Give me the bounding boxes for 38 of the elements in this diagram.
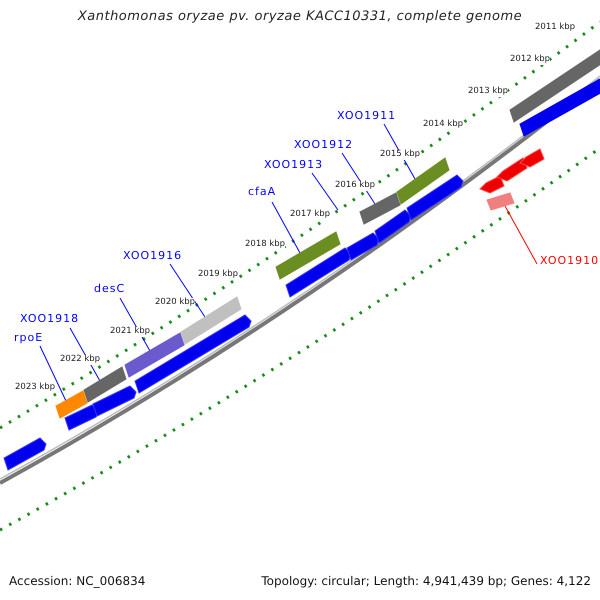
scale-label: 2017 kbp xyxy=(290,210,330,220)
scale-label: 2021 kbp xyxy=(110,327,150,337)
footer-text: Topology: circular; Length: 4,941,439 bp; Genes: 4,122 xyxy=(261,575,591,589)
scale-label: 2016 kbp xyxy=(335,181,376,191)
leader-line xyxy=(40,346,66,402)
scale-label: 2023 kbp xyxy=(15,383,56,393)
gene-label: XOO1911 xyxy=(337,110,396,123)
scale-label: 2022 kbp xyxy=(60,355,100,365)
leader-line xyxy=(504,206,538,264)
scale-label: 2018 kbp xyxy=(245,240,286,250)
scale-label: 2014 kbp xyxy=(423,120,464,130)
scale-label: 2011 kbp xyxy=(535,23,576,33)
gene-feature-bar xyxy=(180,296,242,345)
scale-label: 2019 kbp xyxy=(198,270,238,280)
gene-label: XOO1912 xyxy=(294,139,354,152)
leader-line xyxy=(170,264,206,318)
gene-feature-bar xyxy=(486,192,515,211)
scale-label: 2015 kbp xyxy=(380,150,420,160)
gene-label: XOO1918 xyxy=(20,313,80,326)
gene-label: desC xyxy=(94,283,126,296)
leader-line xyxy=(272,202,300,254)
scale-label: 2012 kbp xyxy=(510,55,550,65)
scale-label: 2020 kbp xyxy=(155,298,196,308)
gene-label: cfaA xyxy=(248,186,276,199)
footer-text: Accession: NC_006834 xyxy=(9,575,146,589)
gene-feature-bar xyxy=(55,390,88,419)
gene-label: XOO1916 xyxy=(123,250,182,263)
gene-label: XOO1913 xyxy=(264,159,324,172)
leader-line xyxy=(312,172,338,210)
gene-feature-bar xyxy=(359,192,401,225)
scale-label: 2013 kbp xyxy=(468,87,508,97)
gene-feature-bar xyxy=(519,78,600,137)
diagram-title: Xanthomonas oryzae pv. oryzae KACC10331, complete genome xyxy=(76,10,524,25)
gene-feature-bar xyxy=(396,157,450,205)
gene-label: rpoE xyxy=(14,332,44,345)
gene-feature-bar xyxy=(83,366,127,403)
gene-feature-bar xyxy=(509,49,600,123)
gene-label: XOO1910 xyxy=(540,255,600,268)
